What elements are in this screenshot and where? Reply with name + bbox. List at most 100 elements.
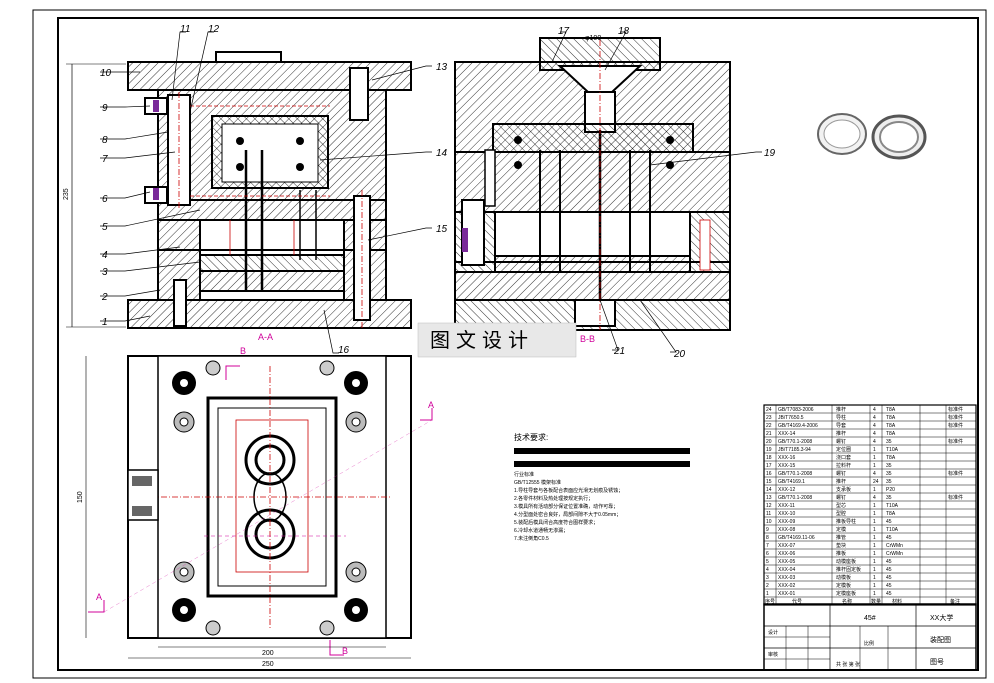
label-11: 11	[180, 24, 190, 35]
bom-cell: 11	[766, 511, 771, 517]
bom-cell: 45	[886, 591, 892, 597]
label-5: 5	[102, 222, 108, 233]
bom-header-cell: 数量	[871, 598, 881, 605]
bom-cell: 22	[766, 423, 772, 429]
bom-cell: 17	[766, 463, 772, 469]
bom-cell: 35	[886, 439, 892, 445]
watermark: 图文设计	[417, 322, 577, 358]
bom-cell: CrWMn	[886, 543, 903, 549]
bom-cell: T10A	[886, 527, 899, 533]
bom-cell: 14	[766, 487, 772, 493]
bom-cell: 45	[886, 567, 892, 573]
bom-cell: XXX-07	[778, 543, 795, 549]
marker-a-right: A	[428, 400, 434, 410]
bom-cell: XXX-02	[778, 583, 795, 589]
label-16: 16	[338, 345, 350, 356]
bom-cell: 6	[766, 551, 769, 557]
bom-cell: 标准件	[948, 406, 963, 413]
bom-cell: 35	[886, 471, 892, 477]
bom-cell: GB/T4169.1	[778, 479, 805, 485]
bom-cell: 18	[766, 455, 772, 461]
bom-cell: 推板导柱	[836, 518, 856, 525]
bom-cell: 3	[766, 575, 769, 581]
tech-line-3: 2.各零件材料及热处理按规定执行；	[514, 495, 593, 502]
bom-cell: 导套	[836, 422, 846, 429]
bom-cell: 浇口套	[836, 454, 851, 461]
bom-cell: XXX-06	[778, 551, 795, 557]
section-aa-title: A-A	[258, 332, 273, 342]
bom-cell: 15	[766, 479, 772, 485]
bom-cell: 推杆固定板	[836, 566, 861, 573]
marker-b-top: B	[240, 346, 246, 356]
tech-line-7: 6.冷却水道通畅无渗漏；	[514, 527, 568, 534]
bom-cell: 1	[873, 567, 876, 573]
bom-cell: 定位圈	[836, 446, 851, 453]
tb-check: 审核	[768, 651, 778, 658]
label-3: 3	[102, 267, 108, 278]
tb-school: XX大学	[930, 613, 953, 622]
bom-cell: 9	[766, 527, 769, 533]
tech-line-1: GB/T12555 模架标准	[514, 479, 561, 486]
bom-cell: 24	[766, 407, 772, 413]
label-9: 9	[102, 103, 108, 114]
bom-cell: 1	[873, 447, 876, 453]
bom-cell: 35	[886, 463, 892, 469]
bom-cell: 标准件	[948, 414, 963, 421]
leaders-left	[100, 31, 432, 354]
bom-header-cell: 名称	[842, 598, 852, 605]
bom-cell: 螺钉	[836, 470, 846, 477]
bom-cell: 1	[873, 511, 876, 517]
label-21: 21	[613, 346, 625, 357]
label-6: 6	[102, 194, 108, 205]
bom-cell: 标准件	[948, 470, 963, 477]
bom-cell: 10	[766, 519, 772, 525]
bom-cell: 1	[873, 583, 876, 589]
section-markers: A A B B	[96, 346, 434, 656]
label-19: 19	[764, 148, 776, 159]
bom-cell: XXX-08	[778, 527, 795, 533]
bom-cell: 45	[886, 519, 892, 525]
bom-cell: 19	[766, 447, 772, 453]
part-number-labels-right: 17 18 19 20 21	[558, 26, 776, 360]
bom-cell: 标准件	[948, 438, 963, 445]
label-14: 14	[436, 148, 448, 159]
title-block: 45# XX大学 装配图 图号 设计 审核 比例 共 张 第 张	[763, 603, 977, 671]
bom-cell: 推管	[836, 534, 846, 541]
label-2: 2	[101, 292, 108, 303]
dim-plan-inner: 200	[262, 650, 274, 657]
label-13: 13	[436, 62, 448, 73]
marker-a-left: A	[96, 592, 102, 602]
bom-cell: 推板	[836, 550, 846, 557]
bom-header-cell: 材料	[892, 598, 902, 605]
bom-cell: 1	[873, 503, 876, 509]
bom-cell: 定模板	[836, 582, 851, 589]
bom-cell: 1	[873, 559, 876, 565]
bom-cell: 推杆	[836, 430, 846, 437]
bom-cell: 23	[766, 415, 772, 421]
marker-b-bottom: B	[342, 646, 348, 656]
dim-plan-outer: 250	[262, 661, 274, 668]
bom-cell: GB/T4169.4-2006	[778, 423, 818, 429]
bom-cell: 推杆	[836, 406, 846, 413]
bom-cell: 4	[873, 431, 876, 437]
bom-cell: 2	[766, 583, 769, 589]
label-17: 17	[558, 26, 570, 37]
bom-cell: T8A	[886, 431, 896, 437]
tech-line-2: 1.导柱导套与各板配合表面应光滑无划痕及锈蚀；	[514, 487, 623, 494]
tech-line-5: 4.分型面处密合良好，局部间隙不大于0.05mm；	[514, 511, 621, 518]
tech-line-6: 5.装配后模具闭合高度符合图样要求；	[514, 519, 598, 526]
bom-cell: 5	[766, 559, 769, 565]
bom-cell: 导柱	[836, 414, 846, 421]
section-view-bb: φ100	[454, 35, 731, 331]
bom-cell: XXX-14	[778, 431, 795, 437]
bom-header-cell: 代号	[792, 598, 802, 605]
bom-cell: 垫块	[836, 542, 846, 549]
bom-cell: T10A	[886, 447, 899, 453]
bom-cell: 标准件	[948, 422, 963, 429]
tech-requirements: 技术要求: 行业标准 GB/T12555 模架标准 1.导柱导套与各板配合表面应…	[514, 432, 690, 542]
bom-cell: 4	[873, 407, 876, 413]
bom-cell: 1	[873, 535, 876, 541]
bom-cell: P20	[886, 487, 895, 493]
bom-cell: 1	[873, 575, 876, 581]
